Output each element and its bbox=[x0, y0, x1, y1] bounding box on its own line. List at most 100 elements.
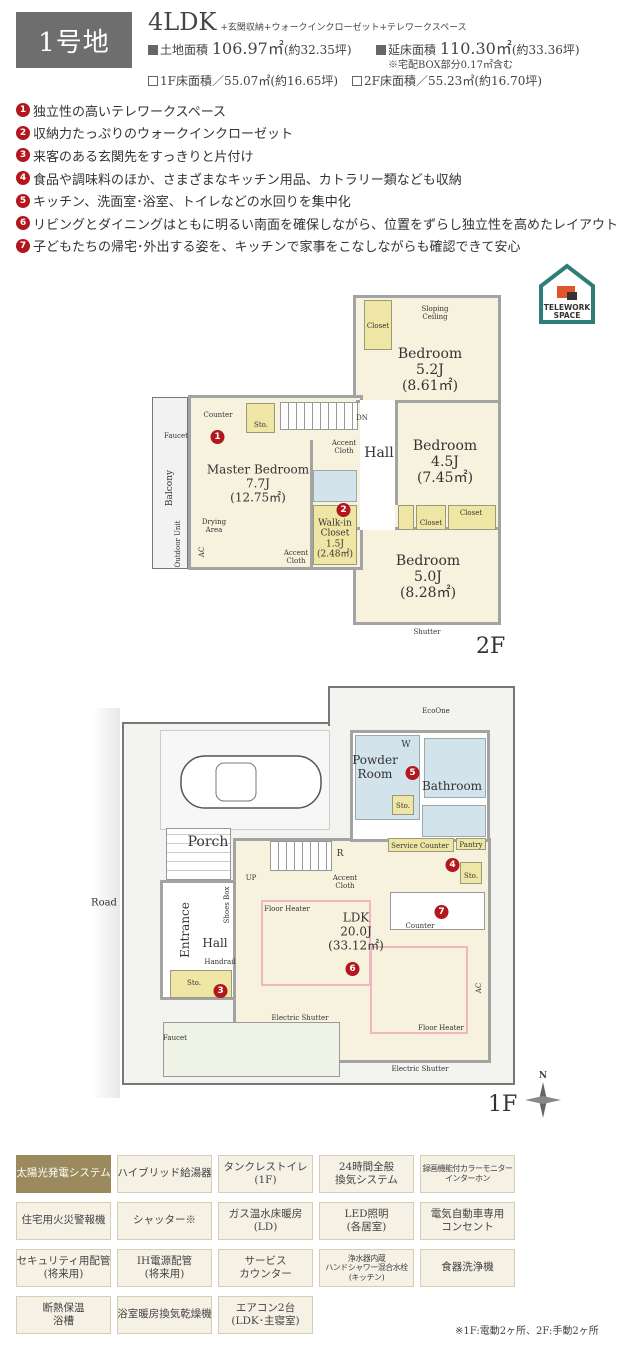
label-counter: Counter bbox=[203, 410, 233, 419]
feature-tile: IH電源配管 (将来用) bbox=[117, 1249, 212, 1287]
label-sloping-ceiling: Sloping Ceiling bbox=[421, 304, 449, 321]
label-accent-cloth: Accent Cloth bbox=[283, 548, 309, 565]
point-text: 子どもたちの帰宅･外出する姿を、キッチンで家事をこなしながらも確認できて安心 bbox=[33, 240, 521, 256]
feature-tile: 住宅用火災警報機 bbox=[16, 1202, 111, 1240]
label-drying-area: Drying Area bbox=[201, 517, 227, 534]
porch bbox=[166, 828, 231, 880]
square-icon bbox=[376, 45, 386, 55]
label-handrail: Handrail bbox=[204, 957, 236, 966]
label-balcony: Balcony bbox=[164, 469, 175, 507]
pantry bbox=[456, 838, 486, 850]
label-hall: Hall bbox=[202, 936, 228, 951]
garden bbox=[163, 1022, 340, 1077]
label-closet: Closet bbox=[419, 518, 443, 527]
label-electric-shutter: Electric Shutter bbox=[391, 1064, 449, 1073]
label-sto: Sto. bbox=[464, 871, 478, 880]
closet bbox=[448, 505, 496, 530]
marker-1: 1 bbox=[210, 424, 228, 444]
label-powder-room: Powder Room bbox=[352, 753, 398, 781]
floor-label-2f: 2F bbox=[476, 634, 506, 659]
f2-area: 2F床面積／55.23㎡(約16.70坪) bbox=[352, 74, 542, 88]
point-text: 独立性の高いテレワークスペース bbox=[33, 104, 227, 120]
feature-note: ※1F:電動2ヶ所、2F:手動2ヶ所 bbox=[455, 1326, 599, 1337]
marker-number: 7 bbox=[16, 238, 30, 253]
layout-extras: +玄関収納+ウォークインクローゼット+テレワークスペース bbox=[220, 23, 467, 33]
label-washer: W bbox=[401, 739, 411, 750]
label-up: UP bbox=[245, 873, 257, 882]
label-closet: Closet bbox=[459, 508, 483, 517]
label-master-bedroom: Master Bedroom 7.7J (12.75㎡) bbox=[206, 462, 310, 504]
marker-number: 2 bbox=[16, 125, 30, 140]
marker-2: 2 bbox=[336, 497, 354, 517]
marker-5: 5 bbox=[405, 760, 423, 780]
label-bedroom-3: Bedroom 5.0J (8.28㎡) bbox=[395, 552, 461, 602]
label-sto: Sto. bbox=[254, 420, 268, 429]
floor-area: 延床面積 110.30㎡(約33.36坪) bbox=[376, 40, 580, 58]
label-ac: AC bbox=[474, 982, 483, 994]
marker-number: 4 bbox=[16, 171, 30, 186]
square-icon bbox=[352, 76, 362, 86]
feature-tile: 断熱保温 浴槽 bbox=[16, 1296, 111, 1334]
marker-7: 7 bbox=[434, 899, 452, 919]
label-outdoor-unit: Outdoor Unit bbox=[173, 520, 182, 568]
label-floor-heater: Floor Heater bbox=[264, 904, 310, 913]
label-dn: DN bbox=[356, 413, 368, 422]
label-walk-in-closet: Walk-in Closet 1.5J (2.48㎡) bbox=[316, 518, 354, 560]
compass-icon: N bbox=[522, 1068, 564, 1120]
label-shoes-box: Shoes Box bbox=[222, 886, 231, 924]
wall bbox=[310, 440, 313, 568]
label-ldk: LDK 20.0J (33.12㎡) bbox=[328, 910, 384, 952]
label-bedroom-1: Bedroom 5.2J (8.61㎡) bbox=[397, 345, 463, 395]
telework-badge: TELEWORK SPACE bbox=[537, 262, 597, 324]
stairs bbox=[270, 841, 332, 871]
label-ecoone: EcoOne bbox=[422, 706, 450, 715]
toilet bbox=[422, 805, 486, 837]
telework-house-icon: TELEWORK SPACE bbox=[539, 263, 595, 324]
point-text: 来客のある玄関先をすっきりと片付け bbox=[33, 149, 254, 165]
feature-tile: 浴室暖房換気乾燥機 bbox=[117, 1296, 212, 1334]
label-floor-heater: Floor Heater bbox=[418, 1023, 464, 1032]
point-text: 収納力たっぷりのウォークインクローゼット bbox=[33, 127, 294, 143]
car-icon bbox=[180, 755, 322, 809]
marker-number: 3 bbox=[16, 148, 30, 163]
point-text: キッチン、洗面室･浴室、トイレなどの水回りを集中化 bbox=[33, 195, 351, 211]
feature-tile: サービス カウンター bbox=[218, 1249, 313, 1287]
floor-heater-living bbox=[261, 900, 371, 986]
closet bbox=[416, 505, 446, 530]
storage bbox=[398, 505, 414, 530]
square-icon bbox=[148, 76, 158, 86]
label-counter: Counter bbox=[405, 921, 435, 930]
f1-area: 1F床面積／55.07㎡(約16.65坪) bbox=[148, 74, 338, 88]
layout-type: 4LDK+玄関収納+ウォークインクローゼット+テレワークスペース bbox=[148, 8, 467, 36]
square-icon bbox=[148, 45, 158, 55]
label-road: Road bbox=[91, 897, 117, 909]
label-sto: Sto. bbox=[187, 978, 201, 987]
badge-line2: SPACE bbox=[554, 311, 581, 320]
point-text: 食品や調味料のほか、さまざまなキッチン用品、カトラリー類なども収納 bbox=[33, 172, 462, 188]
marker-number: 6 bbox=[16, 216, 30, 231]
closet bbox=[364, 300, 392, 350]
toilet bbox=[313, 470, 357, 502]
label-sto: Sto. bbox=[396, 801, 410, 810]
floor-heater-dining bbox=[370, 946, 468, 1034]
point-text: リビングとダイニングはともに明るい南面を確保しながら、位置をずらし独立性を高めた… bbox=[33, 217, 619, 233]
label-faucet: Faucet bbox=[163, 1033, 187, 1042]
feature-tile: 太陽光発電システム bbox=[16, 1155, 111, 1193]
label-bathroom: Bathroom bbox=[421, 779, 483, 794]
marker-4: 4 bbox=[445, 852, 463, 872]
label-accent-cloth: Accent Cloth bbox=[331, 438, 357, 455]
feature-tile: LED照明 (各居室) bbox=[319, 1202, 414, 1240]
stairs bbox=[280, 402, 358, 430]
feature-tile: ガス温水床暖房 (LD) bbox=[218, 1202, 313, 1240]
label-service-counter: Service Counter bbox=[391, 841, 449, 850]
layout-label: 4LDK bbox=[148, 8, 217, 36]
feature-tile: エアコン2台 (LDK･主寝室) bbox=[218, 1296, 313, 1334]
